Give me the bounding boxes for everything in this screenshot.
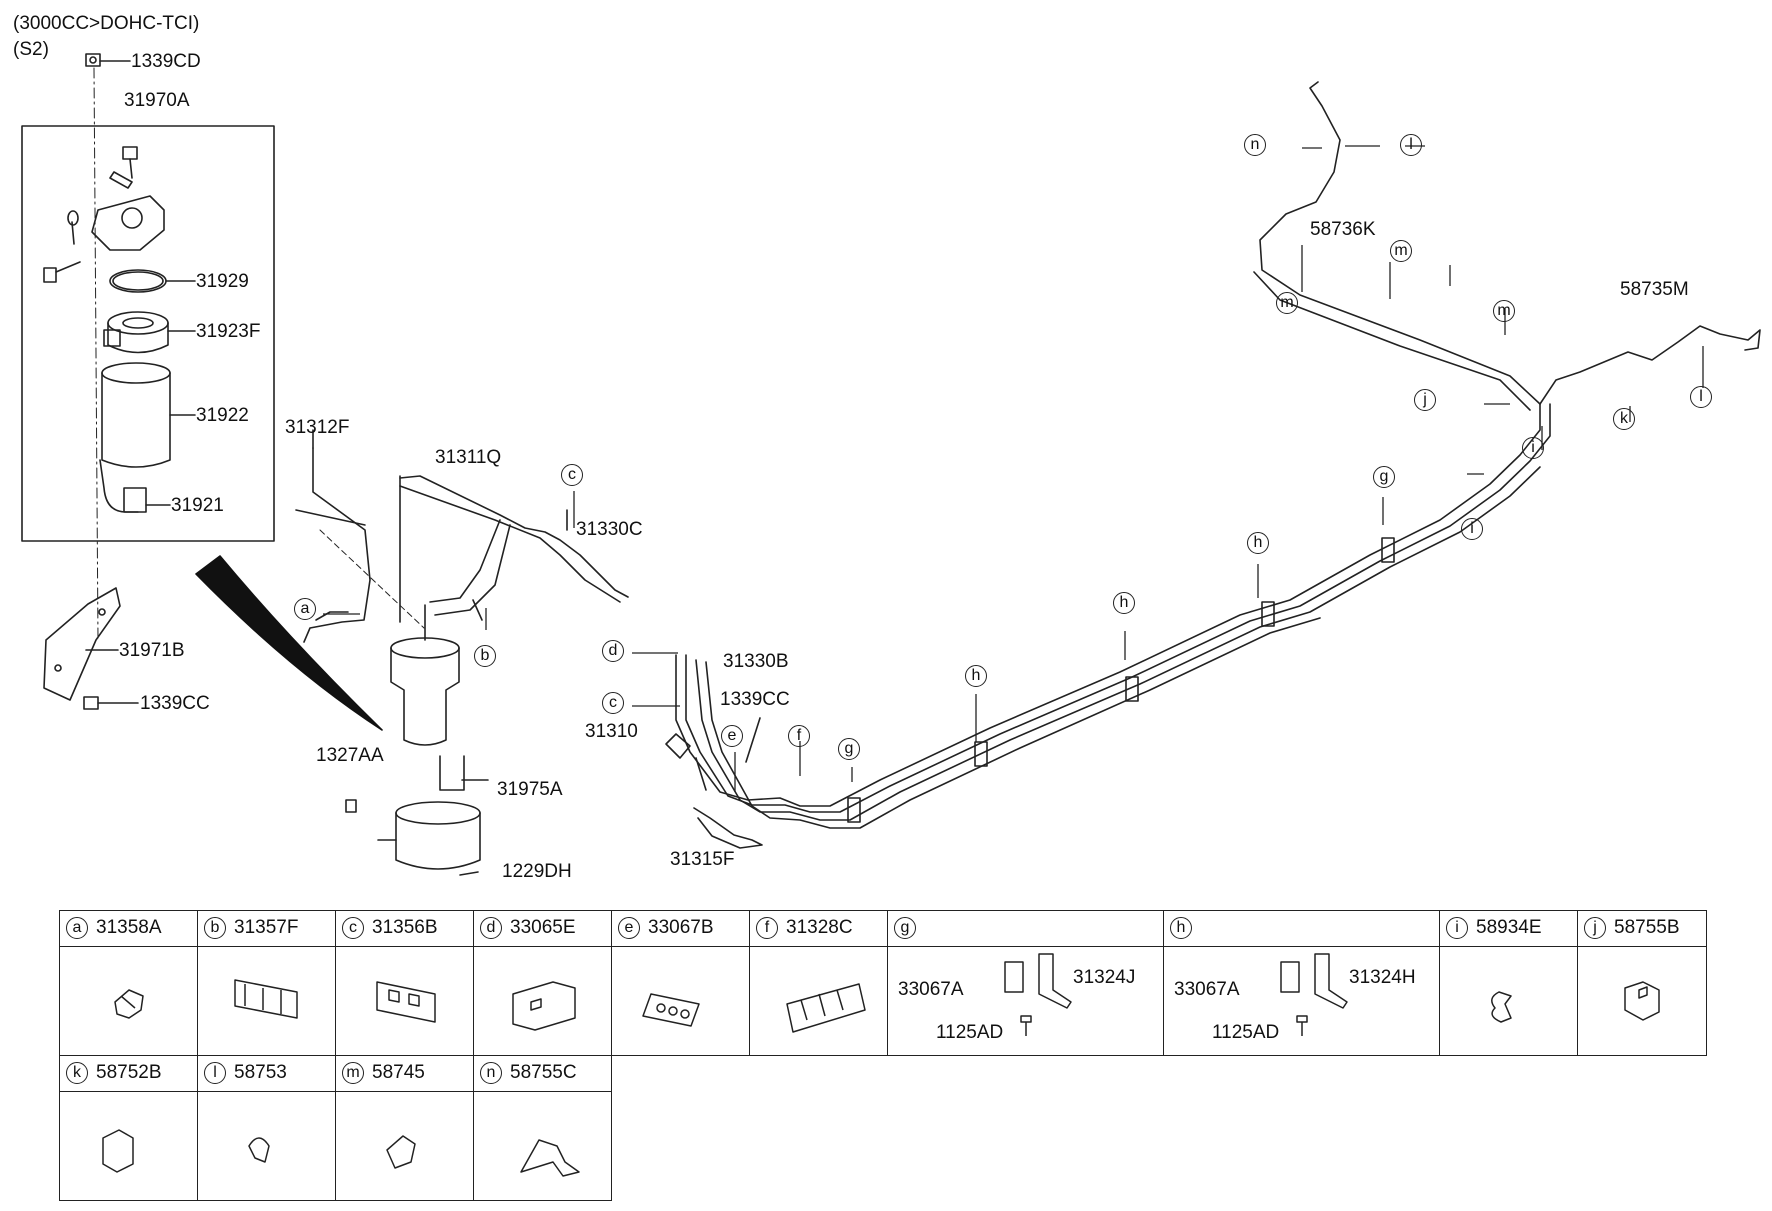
canister-31975a-shape bbox=[377, 755, 481, 870]
bundle-clamps bbox=[847, 537, 1395, 823]
callout-g-upper: g bbox=[1373, 466, 1395, 488]
callout-n: n bbox=[1244, 134, 1266, 156]
label-31330b: 31330B bbox=[723, 651, 789, 672]
clip-n-icon bbox=[520, 1139, 580, 1177]
bracket-31971b-shape bbox=[43, 587, 121, 701]
header-engine-line: (3000CC>DOHC-TCI) bbox=[13, 13, 200, 34]
callout-c-mid: c bbox=[602, 692, 624, 714]
label-1339cc-mid: 1339CC bbox=[720, 689, 790, 710]
label-31312f: 31312F bbox=[285, 417, 350, 438]
callout-h-1: h bbox=[965, 665, 987, 687]
clip-k-icon bbox=[102, 1129, 134, 1173]
callout-c-top: c bbox=[561, 464, 583, 486]
clip-d-icon bbox=[512, 981, 576, 1031]
header-code-line: (S2) bbox=[13, 39, 49, 60]
label-1339cc-left: 1339CC bbox=[140, 693, 210, 714]
callout-h-2: h bbox=[1113, 592, 1135, 614]
line-58735m bbox=[1539, 325, 1761, 405]
label-58735m: 58735M bbox=[1620, 279, 1689, 300]
line-58736k bbox=[1259, 81, 1541, 405]
callout-l-top: l bbox=[1400, 134, 1422, 156]
label-31315f: 31315F bbox=[670, 849, 735, 870]
legend-cell-h-body: 33067A 31324H 1125AD bbox=[1163, 946, 1440, 1056]
nut-1339cd-shape bbox=[85, 53, 101, 67]
label-31929: 31929 bbox=[196, 271, 249, 292]
assembly-centerline bbox=[93, 67, 99, 641]
legend-part-sketches bbox=[102, 953, 1660, 1177]
h-clamp-label: 33067A bbox=[1174, 979, 1240, 1000]
h-clamp-icon bbox=[1280, 961, 1300, 993]
callout-b: b bbox=[474, 645, 496, 667]
fuel-line-diagram bbox=[21, 53, 1761, 876]
label-31922: 31922 bbox=[196, 405, 249, 426]
clip-e-icon bbox=[642, 993, 700, 1027]
label-31971b: 31971B bbox=[119, 640, 185, 661]
callout-h-3: h bbox=[1247, 532, 1269, 554]
clip-b-icon bbox=[234, 979, 298, 1019]
line-31311q bbox=[399, 475, 629, 598]
main-fuel-line-bundle bbox=[675, 403, 1551, 829]
callout-d: d bbox=[602, 640, 624, 662]
callout-m-2: m bbox=[1390, 240, 1412, 262]
legend-cell-n-body bbox=[473, 1091, 612, 1201]
label-1229dh: 1229DH bbox=[502, 861, 572, 882]
label-31330c: 31330C bbox=[576, 519, 643, 540]
callout-l-right: l bbox=[1690, 386, 1712, 408]
g-bracket-icon bbox=[1038, 953, 1072, 1009]
callout-g-bundle: g bbox=[838, 738, 860, 760]
label-1327aa: 1327AA bbox=[316, 745, 384, 766]
h-bolt-label: 1125AD bbox=[1212, 1022, 1280, 1043]
clip-c-icon bbox=[376, 981, 436, 1023]
fuel-filter-shape bbox=[390, 604, 460, 746]
label-31975a: 31975A bbox=[497, 779, 563, 800]
label-31310: 31310 bbox=[585, 721, 638, 742]
g-clamp-icon bbox=[1004, 961, 1024, 993]
label-1339cd: 1339CD bbox=[131, 51, 201, 72]
clip-j-icon bbox=[1624, 981, 1660, 1021]
callout-e: e bbox=[721, 725, 743, 747]
legend-cell-j-body bbox=[1577, 946, 1707, 1056]
callout-f: f bbox=[788, 725, 810, 747]
legend-cell-g-body: 33067A 31324J 1125AD bbox=[887, 946, 1164, 1056]
label-31923f: 31923F bbox=[196, 321, 261, 342]
callout-i-1: i bbox=[1461, 518, 1483, 540]
callout-i-2: i bbox=[1522, 437, 1544, 459]
clip-m-icon bbox=[386, 1135, 416, 1169]
g-bolt-label: 1125AD bbox=[936, 1022, 1004, 1043]
label-31970a: 31970A bbox=[124, 90, 190, 111]
filter-assembly-box bbox=[21, 125, 275, 542]
h-bracket-icon bbox=[1314, 953, 1348, 1009]
view-pointer-arrow bbox=[195, 555, 383, 731]
g-bolt-icon bbox=[1020, 1015, 1032, 1036]
o-ring-shape bbox=[109, 269, 167, 293]
clip-l-icon bbox=[248, 1137, 270, 1163]
clip-a-icon bbox=[114, 989, 144, 1019]
filter-head-shape bbox=[91, 195, 165, 251]
filter-head-bolts bbox=[43, 146, 138, 283]
g-bracket-label: 31324J bbox=[1073, 967, 1136, 988]
callout-j: j bbox=[1414, 389, 1436, 411]
g-clamp-label: 33067A bbox=[898, 979, 964, 1000]
label-31921: 31921 bbox=[171, 495, 224, 516]
callout-a: a bbox=[294, 598, 316, 620]
clip-f-icon bbox=[786, 983, 866, 1033]
line-31312f bbox=[303, 447, 371, 643]
callout-m-3: m bbox=[1493, 300, 1515, 322]
callout-m-1: m bbox=[1276, 292, 1298, 314]
h-bolt-icon bbox=[1296, 1015, 1308, 1036]
h-bracket-label: 31324H bbox=[1349, 967, 1416, 988]
label-31311q: 31311Q bbox=[435, 447, 502, 468]
callout-k: k bbox=[1613, 408, 1635, 430]
clip-i-icon bbox=[1491, 991, 1512, 1023]
label-58736k: 58736K bbox=[1310, 219, 1376, 240]
